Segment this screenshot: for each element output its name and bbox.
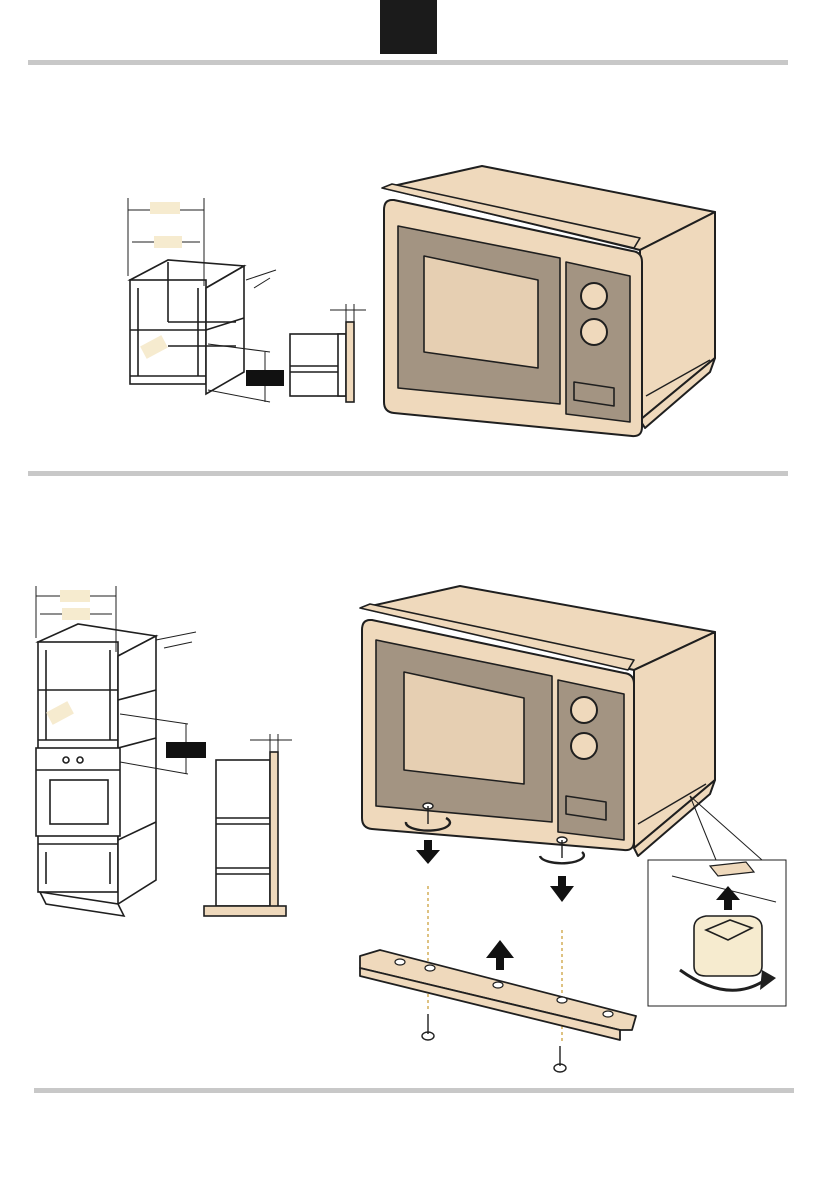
dimension-label-height-marker-2 xyxy=(166,742,206,758)
header-tab xyxy=(380,0,437,54)
cabinet-side-section xyxy=(290,304,366,402)
dimension-label-width-inner xyxy=(154,236,182,248)
section-rule-top xyxy=(28,60,788,65)
section-rule-middle xyxy=(28,471,788,476)
microwave-with-mounting-rail xyxy=(360,586,715,856)
dimension-label-width-outer xyxy=(150,202,180,214)
section-rule-bottom xyxy=(34,1088,794,1093)
dimension-label-height-marker xyxy=(246,370,284,386)
tall-cabinet-side-section xyxy=(204,734,292,916)
dimension-label-width-inner-2 xyxy=(62,608,90,620)
down-arrow-icon xyxy=(416,840,574,902)
dimension-label-width-outer-2 xyxy=(60,590,90,602)
built-in-microwave xyxy=(382,166,715,436)
up-arrow-icon xyxy=(486,940,514,970)
